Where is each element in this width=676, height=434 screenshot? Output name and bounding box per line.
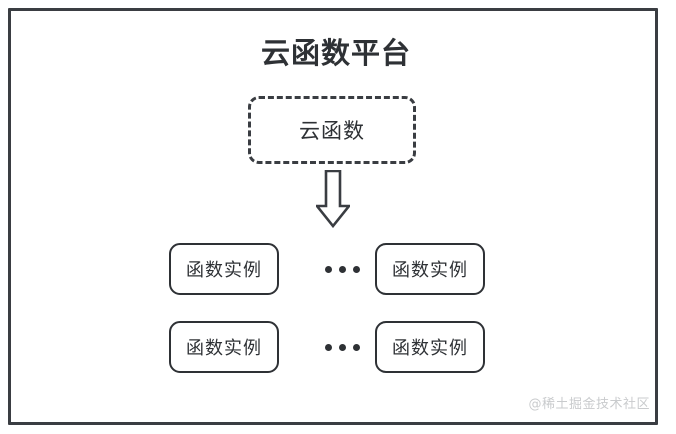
function-instance-label: 函数实例 — [186, 338, 262, 359]
function-instance-box: 函数实例 — [169, 243, 279, 295]
cloud-function-label: 云函数 — [299, 119, 365, 143]
function-instance-label: 函数实例 — [186, 260, 262, 281]
page-title: 云函数平台 — [260, 36, 411, 70]
ellipsis-dot — [338, 343, 346, 351]
ellipsis-dot — [352, 343, 360, 351]
ellipsis-dot — [352, 265, 360, 273]
watermark-text: @稀土掘金技术社区 — [528, 397, 650, 412]
function-instance-box: 函数实例 — [169, 321, 279, 373]
ellipsis-dot — [324, 265, 332, 273]
cloud-function-node: 云函数 — [248, 96, 416, 164]
function-instance-box: 函数实例 — [375, 243, 485, 295]
function-instance-label: 函数实例 — [392, 260, 468, 281]
function-instance-box: 函数实例 — [375, 321, 485, 373]
function-instance-row-2: 函数实例 函数实例 — [0, 321, 650, 373]
function-instance-label: 函数实例 — [392, 338, 468, 359]
down-arrow-icon — [314, 169, 352, 229]
ellipsis-icon — [316, 243, 368, 295]
function-instance-row-1: 函数实例 函数实例 — [0, 243, 650, 295]
ellipsis-dot — [324, 343, 332, 351]
ellipsis-dot — [338, 265, 346, 273]
ellipsis-icon — [316, 321, 368, 373]
